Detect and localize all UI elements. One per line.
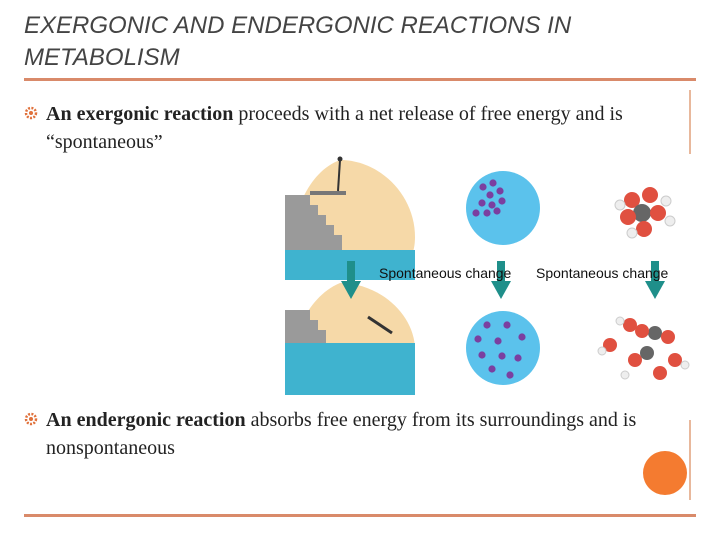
footer-divider [24,514,696,517]
title-divider [24,78,696,81]
down-arrow-icon [645,261,665,299]
bullet-exergonic-bold: An exergonic reaction [46,103,234,125]
down-arrow-icon [341,261,361,299]
bullet-endergonic-bold: An endergonic reaction [46,409,246,431]
bullet-endergonic-text: absorbs free energy from its surrounding… [46,409,637,459]
right-accent-line-bottom [689,420,691,500]
energy-figure [285,156,690,395]
diver-scene-top [285,156,415,280]
caption-spontaneous-1: Spontaneous change [379,265,512,281]
slide-title: EXERGONIC AND ENDERGONIC REACTIONS IN ME… [24,12,572,71]
diver-scene-bottom [285,283,415,395]
gear-bullet-icon [24,106,38,120]
gas-concentrated-circle [466,171,540,245]
right-accent-line-top [689,90,691,154]
gas-diffuse-circle [466,311,540,385]
bullet-exergonic: An exergonic reaction proceeds with a ne… [24,100,664,156]
co2-water-molecules [597,316,690,380]
caption-spontaneous-2: Spontaneous change [536,265,669,281]
decorative-orange-circle [643,451,687,495]
gear-bullet-icon [24,412,38,426]
bullet-exergonic-text: proceeds with a net release of free ener… [46,103,623,153]
bullet-endergonic: An endergonic reaction absorbs free ener… [24,406,664,462]
down-arrow-icon [491,261,511,299]
glucose-molecule [614,187,676,239]
